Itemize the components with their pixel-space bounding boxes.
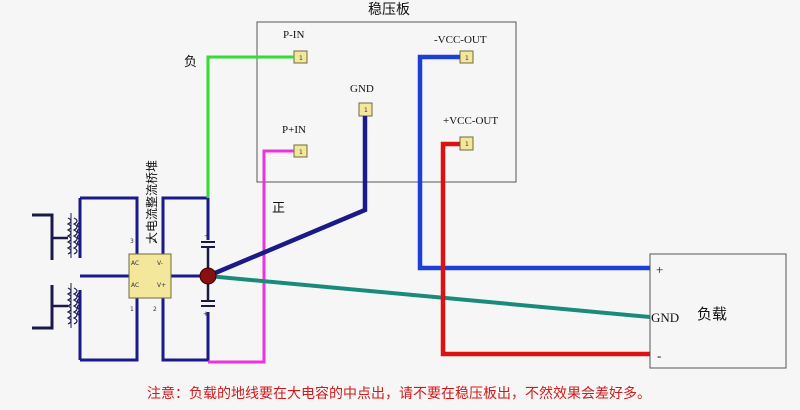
bridge-pin-3: 3 bbox=[130, 238, 134, 245]
wire-neg-vcc-out bbox=[417, 54, 650, 271]
footer-note: 注意：负载的地线要在大电容的中点出，请不要在稳压板出，不然效果会差好多。 bbox=[147, 385, 651, 402]
regulator-title: 稳压板 bbox=[368, 2, 410, 18]
wire-load-gnd bbox=[207, 274, 651, 319]
negative-label: 负 bbox=[184, 55, 197, 70]
pin-label-p-in: P-IN bbox=[283, 29, 304, 41]
svg-text:+: + bbox=[204, 232, 210, 240]
wire-pos-vcc-out bbox=[440, 141, 650, 357]
pin-label-pos-vcc-out: +VCC-OUT bbox=[443, 115, 498, 127]
pin-mark-gnd: 1 bbox=[364, 107, 368, 114]
bridge-pin-1: 1 bbox=[130, 306, 134, 313]
pin-label-gnd: GND bbox=[350, 83, 374, 95]
positive-label: 正 bbox=[272, 201, 285, 216]
load-plus-label: + bbox=[656, 262, 663, 277]
pin-mark-p-plus-in: 1 bbox=[299, 149, 303, 156]
bridge-pin-4: 4 bbox=[153, 238, 157, 245]
regulator-board: 稳压板 P-IN 1 P+IN 1 GND 1 -VCC-OUT 1 +VCC-… bbox=[256, 2, 517, 183]
pin-mark-neg-vcc-out: 1 bbox=[465, 55, 469, 62]
load-gnd-label: GND bbox=[651, 310, 679, 325]
load-title: 负载 bbox=[697, 305, 727, 323]
pin-label-neg-vcc-out: -VCC-OUT bbox=[434, 34, 487, 46]
load-box: 负载 + GND - bbox=[649, 253, 787, 369]
bridge-v-minus: V- bbox=[157, 260, 163, 267]
bridge-ac-top: AC bbox=[131, 260, 139, 267]
bridge-rectifier: AC AC V- V+ 3 4 1 2 bbox=[128, 238, 172, 313]
wire-gnd bbox=[207, 116, 368, 279]
capacitor-midpoint-node bbox=[199, 267, 217, 285]
bridge-pin-2: 2 bbox=[153, 306, 157, 313]
wire-positive-input: 正 bbox=[208, 149, 294, 364]
capacitors: + + bbox=[201, 232, 215, 318]
wire-negative-input: 负 bbox=[184, 55, 294, 198]
transformer bbox=[32, 213, 82, 330]
bridge-ac-bottom: AC bbox=[131, 282, 139, 289]
pin-mark-pos-vcc-out: 1 bbox=[465, 141, 469, 148]
load-minus-label: - bbox=[657, 348, 661, 363]
pin-label-p-plus-in: P+IN bbox=[282, 124, 306, 136]
bridge-v-plus: V+ bbox=[157, 282, 166, 289]
svg-text:+: + bbox=[203, 310, 209, 318]
pin-mark-p-in: 1 bbox=[299, 55, 303, 62]
bridge-label: 大电流整流桥堆 bbox=[144, 160, 159, 244]
